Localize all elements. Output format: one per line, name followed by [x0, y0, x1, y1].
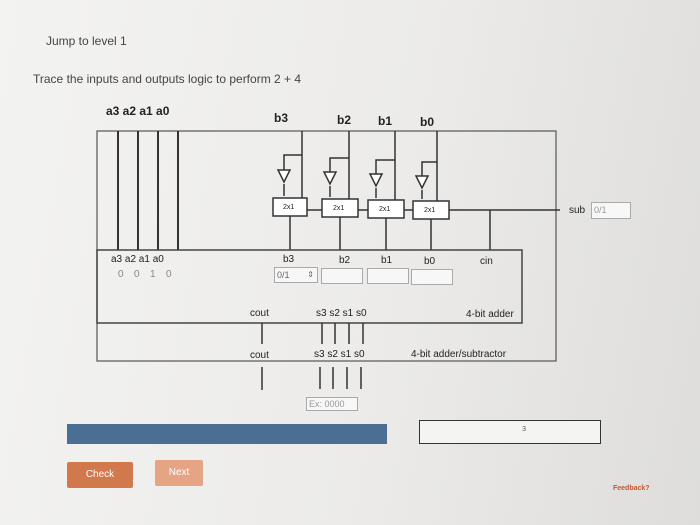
adder-b3-label: b3 [283, 254, 295, 265]
adder-sums-label: s3 s2 s1 s0 [316, 308, 367, 319]
adder-a3-value: 0 [118, 269, 124, 280]
sum-output-input[interactable]: Ex: 0000 [306, 397, 358, 411]
adder-b1-label: b1 [381, 255, 393, 266]
next-button[interactable]: Next [155, 460, 203, 486]
addsub-cout-label: cout [250, 350, 269, 361]
sub-label: sub [569, 205, 586, 216]
adder-a0-value: 0 [166, 269, 172, 280]
adder-name: 4-bit adder [466, 309, 514, 320]
mux-b1-label: 2x1 [379, 206, 391, 213]
mux-b0-label: 2x1 [424, 207, 436, 214]
input-b0-label: b0 [420, 115, 435, 129]
inputs-a-label: a3 a2 a1 a0 [106, 104, 170, 118]
progress-bar: 3 [67, 420, 601, 444]
problem-prompt: Trace the inputs and outputs logic to pe… [33, 72, 302, 86]
b1-select[interactable] [367, 268, 409, 284]
adder-cout-label: cout [250, 308, 269, 319]
adder-b2-label: b2 [339, 255, 351, 266]
b2-select[interactable] [321, 268, 363, 284]
input-b2-label: b2 [337, 113, 352, 127]
b3-select-value: 0/1 [277, 270, 290, 280]
progress-current-level: 3 [419, 420, 601, 444]
input-b1-label: b1 [378, 114, 393, 128]
mux-b3-label: 2x1 [283, 204, 295, 211]
mux-b2-label: 2x1 [333, 205, 345, 212]
check-button[interactable]: Check [67, 462, 133, 488]
addsub-sums-label: s3 s2 s1 s0 [314, 349, 365, 360]
adder-a-label: a3 a2 a1 a0 [111, 254, 164, 265]
adder-a2-value: 0 [134, 269, 140, 280]
jump-to-level[interactable]: Jump to level 1 [46, 34, 127, 48]
adder-a1-value: 1 [150, 269, 156, 280]
dropdown-arrow-icon: ⇕ [307, 270, 314, 279]
addsub-name: 4-bit adder/subtractor [411, 349, 507, 360]
adder-cin-label: cin [480, 256, 493, 267]
input-b3-label: b3 [274, 111, 289, 125]
adder-b0-label: b0 [424, 256, 436, 267]
sub-input[interactable]: 0/1 [591, 202, 631, 219]
progress-fill [67, 424, 387, 444]
b3-select[interactable]: 0/1 ⇕ [274, 267, 318, 283]
b0-select[interactable] [411, 269, 453, 285]
feedback-link[interactable]: Feedback? [613, 485, 650, 492]
level-number: 3 [522, 426, 526, 433]
